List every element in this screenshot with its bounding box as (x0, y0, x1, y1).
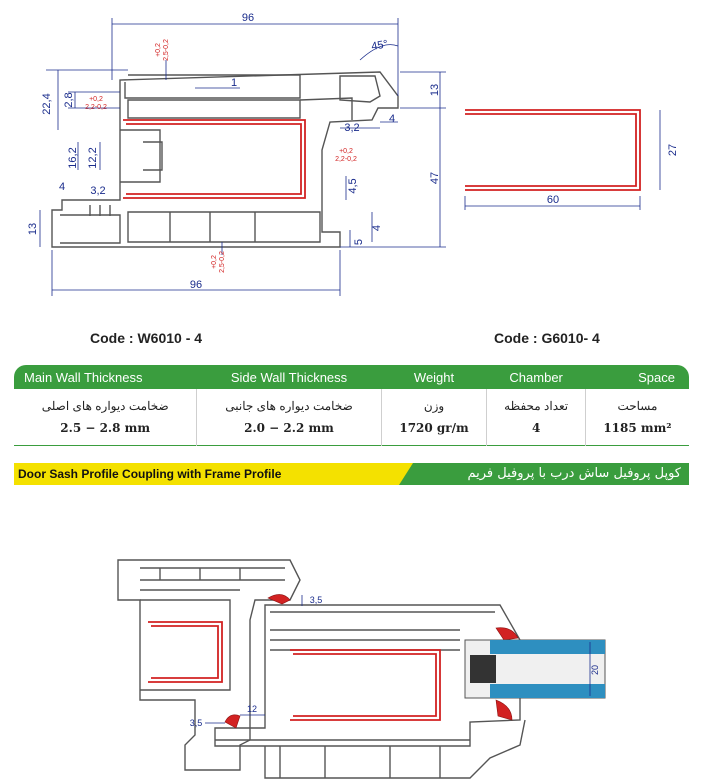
value-weight: 1720 gr/m (381, 417, 488, 446)
dim-4-5: 4,5 (347, 178, 359, 193)
value-main-wall: 2.5 − 2.8 mm (14, 417, 198, 446)
tol-right-a: +0,2 (339, 148, 353, 155)
sash-profile-outline-bottom (214, 604, 526, 779)
dim-47: 47 (429, 172, 441, 184)
dim-16-2: 16,2 (67, 147, 79, 168)
header-side-wall: Side Wall Thickness (196, 365, 382, 389)
dim-width-bottom: 96 (190, 279, 202, 291)
fa-chamber: تعداد محفظه (486, 389, 586, 417)
dim-13-right: 13 (429, 84, 441, 96)
banner-english-title: Door Sash Profile Coupling with Frame Pr… (14, 463, 430, 485)
fa-space: مساحت (617, 399, 658, 413)
dim-u-27: 27 (667, 144, 679, 156)
dimension-lines (39, 18, 661, 296)
dim-2-8: 2,8 (63, 92, 75, 107)
dim-glass: 20 (590, 665, 600, 675)
spec-table: Main Wall Thickness Side Wall Thickness … (14, 365, 689, 446)
spec-table-value-row: 2.5 − 2.8 mm 2.0 − 2.2 mm 1720 gr/m 4 11… (14, 417, 689, 446)
tol-right-b: 2,2-0,2 (335, 156, 357, 163)
dim-12-2: 12,2 (87, 147, 99, 168)
dim-u-60: 60 (547, 194, 559, 206)
main-profile-code: Code : W6010 - 4 (90, 330, 203, 346)
header-weight: Weight (381, 365, 487, 389)
bead-profile-code: Code : G6010- 4 (494, 330, 600, 346)
fa-main-wall: ضخامت دیواره های اصلی (14, 389, 198, 417)
dim-4-right: 4 (389, 113, 395, 125)
dim-angle: 45° (370, 38, 388, 53)
dim-3-2-right: 3,2 (344, 122, 359, 134)
profile-drawing-bottom: 3,5 3,5 12 20 (117, 559, 606, 779)
dim-22-4: 22,4 (41, 93, 53, 114)
spec-table-header: Main Wall Thickness Side Wall Thickness … (14, 365, 689, 389)
tol-left-b: 2,2-0,2 (85, 104, 107, 111)
banner-persian-title: کوپل پروفیل ساش درب با پروفیل فریم (399, 463, 689, 485)
value-chamber: 4 (486, 417, 586, 446)
frame-profile-outline (117, 559, 301, 771)
tol-top-a: +0,2 (155, 43, 162, 57)
glass-unit (464, 639, 606, 699)
tol-bottom-b: 2,5-0,2 (219, 251, 226, 273)
profile-drawing-top: 96 96 45° 22,4 2,8 16,2 12,2 4 3,2 13 1 … (27, 12, 679, 296)
tol-left-a: +0,2 (89, 96, 103, 103)
value-side-wall: 2.0 − 2.2 mm (196, 417, 382, 446)
frame-steel-reinforcement (148, 621, 223, 683)
glazing-bead-profile (465, 109, 641, 191)
header-space: Space (585, 365, 689, 389)
dim-1: 1 (231, 77, 237, 89)
tol-top-b: 2,5-0,2 (163, 39, 170, 61)
header-main-wall: Main Wall Thickness (14, 365, 197, 389)
dim-width-top: 96 (242, 12, 254, 24)
dim-5: 5 (353, 239, 365, 245)
gaskets (224, 594, 519, 729)
section-banner: Door Sash Profile Coupling with Frame Pr… (14, 463, 689, 485)
dim-4-left: 4 (59, 181, 65, 193)
dim-13-left: 13 (27, 223, 39, 235)
dim-4-bottom: 4 (371, 225, 383, 231)
header-chamber: Chamber (486, 365, 586, 389)
steel-reinforcement (123, 119, 306, 199)
dim-12-bottom: 12 (247, 704, 257, 714)
dim-3-2-left: 3,2 (90, 185, 105, 197)
sash-steel-reinforcement (290, 649, 441, 721)
dim-gap-top: 3,5 (310, 595, 323, 605)
dim-gap-left: 3,5 (190, 718, 203, 728)
fa-side-wall: ضخامت دیواره های جانبی (196, 389, 382, 417)
sash-profile-outline (51, 71, 399, 248)
tol-bottom-a: +0,2 (211, 255, 218, 269)
spec-table-persian-row: ضخامت دیواره های اصلی ضخامت دیواره های ج… (14, 389, 689, 417)
value-space: 1185 mm² (603, 421, 672, 435)
fa-weight: وزن (381, 389, 488, 417)
coupling-dimension-lines (205, 595, 591, 724)
